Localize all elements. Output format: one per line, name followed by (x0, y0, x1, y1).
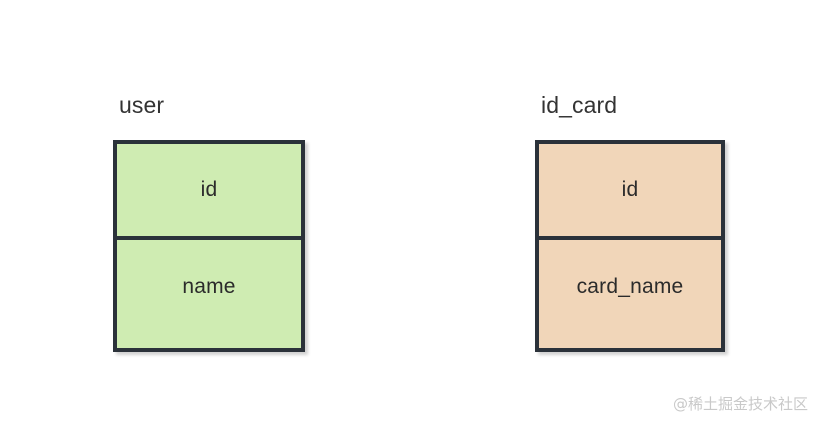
entity-id-card-field-card-name-label: card_name (576, 275, 684, 298)
entity-user-box: id name (113, 140, 305, 352)
entity-user-field-id: id (117, 144, 301, 240)
entity-user-title: user (119, 92, 165, 118)
entity-id-card-field-id: id (539, 144, 721, 240)
entity-id-card-title: id_card (541, 92, 618, 118)
entity-id-card-field-card-name: card_name (539, 240, 721, 348)
entity-user-field-name-label: name (182, 275, 236, 298)
watermark: @稀土掘金技术社区 (672, 395, 808, 413)
entity-user-field-id-label: id (200, 178, 218, 201)
entity-id-card-field-id-label: id (621, 178, 639, 201)
entity-id-card-box: id card_name (535, 140, 725, 352)
entity-user-field-name: name (117, 240, 301, 348)
